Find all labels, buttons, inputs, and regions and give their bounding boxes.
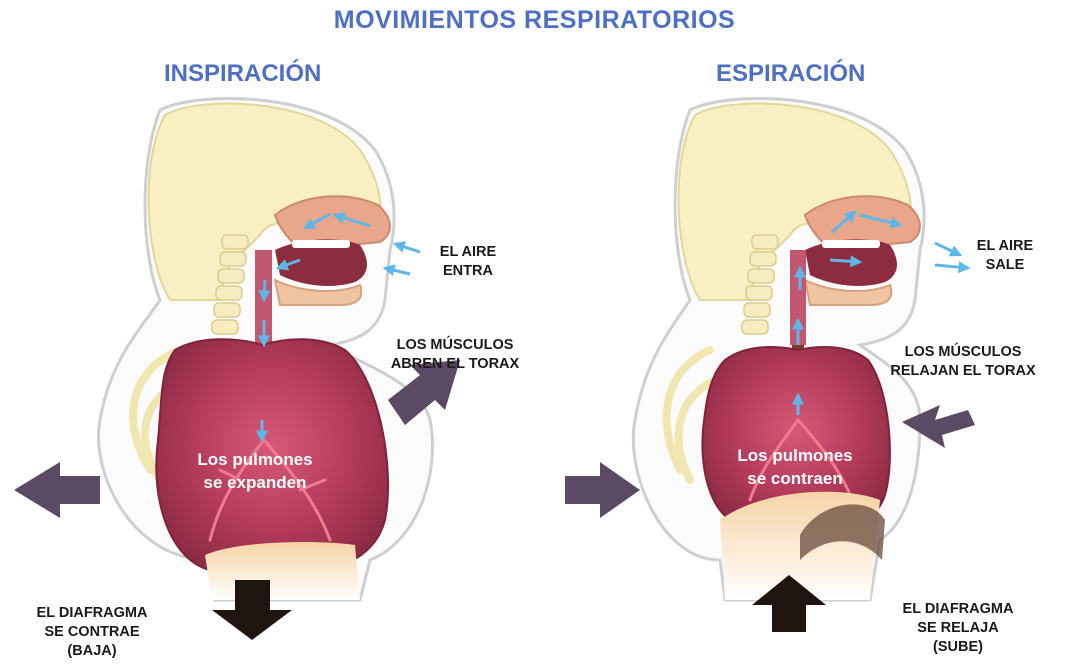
inspiration-teeth [292,240,350,248]
inspiration-air-label: EL AIRE ENTRA [418,243,518,281]
inspiration-heading: INSPIRACIÓN [164,60,321,88]
inspiration-muscles-label: LOS MÚSCULOS ABREN EL TORAX [360,336,550,374]
page-title: MOVIMIENTOS RESPIRATORIOS [0,6,1069,35]
expiration-back-compress-arrow [565,462,640,518]
expiration-heading: ESPIRACIÓN [716,60,865,88]
expiration-teeth [822,240,880,248]
expiration-muscles-label: LOS MÚSCULOS RELAJAN EL TORAX [868,343,1058,381]
inspiration-diaphragm-label: EL DIAFRAGMA SE CONTRAE (BAJA) [22,604,162,661]
inspiration-diaphragm [205,542,360,600]
inspiration-back-expand-arrow [14,462,100,518]
expiration-diaphragm-label: EL DIAFRAGMA SE RELAJA (SUBE) [888,600,1028,657]
inspiration-lungs-label: Los pulmones se expanden [160,448,350,494]
expiration-air-label: EL AIRE SALE [955,237,1055,275]
expiration-lungs-label: Los pulmones se contraen [700,444,890,490]
